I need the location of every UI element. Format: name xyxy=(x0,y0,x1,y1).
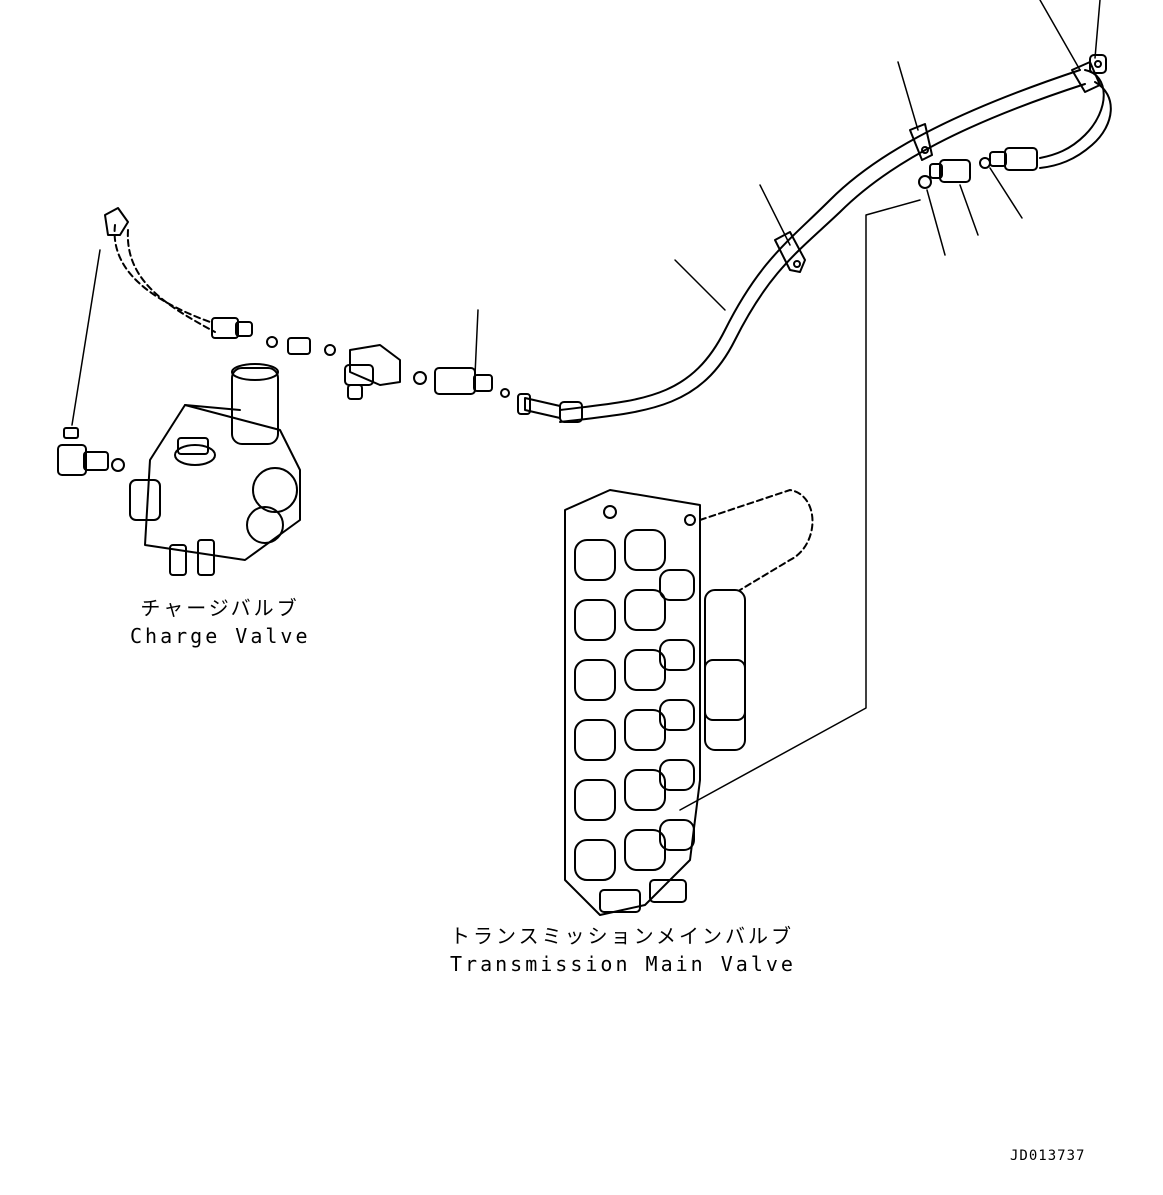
fitting-chain xyxy=(266,336,510,400)
charge-valve-label-en: Charge Valve xyxy=(130,624,311,648)
transmission-main-valve-label-jp: トランスミッションメインバルブ xyxy=(450,924,794,948)
dashed-hose-end xyxy=(104,207,253,339)
hose-end-fitting xyxy=(517,393,583,423)
transmission-main-valve-drawing xyxy=(564,489,814,916)
main-hose xyxy=(559,69,1112,423)
transmission-main-valve-label: トランスミッションメインバルブ Transmission Main Valve xyxy=(450,922,796,978)
charge-valve-drawing xyxy=(57,363,301,576)
solenoid-stack xyxy=(574,529,695,881)
hose-clamp-1 xyxy=(774,231,806,273)
charge-valve-label: チャージバルブ Charge Valve xyxy=(130,594,310,650)
elbow-fitting-upper-right xyxy=(989,147,1038,171)
hose-clamp-3 xyxy=(1071,54,1107,93)
dashed-hose xyxy=(113,224,216,333)
leader-lines xyxy=(71,0,1101,426)
o-ring-2 xyxy=(918,175,932,189)
adapter-upper-right xyxy=(929,159,971,183)
transmission-main-valve-label-en: Transmission Main Valve xyxy=(450,952,796,976)
o-ring-1 xyxy=(979,157,991,169)
charge-valve-label-jp: チャージバルブ xyxy=(140,596,300,620)
connector-line xyxy=(679,199,921,811)
hose-clamp-2 xyxy=(909,123,933,161)
drawing-id: JD013737 xyxy=(1010,1148,1086,1164)
